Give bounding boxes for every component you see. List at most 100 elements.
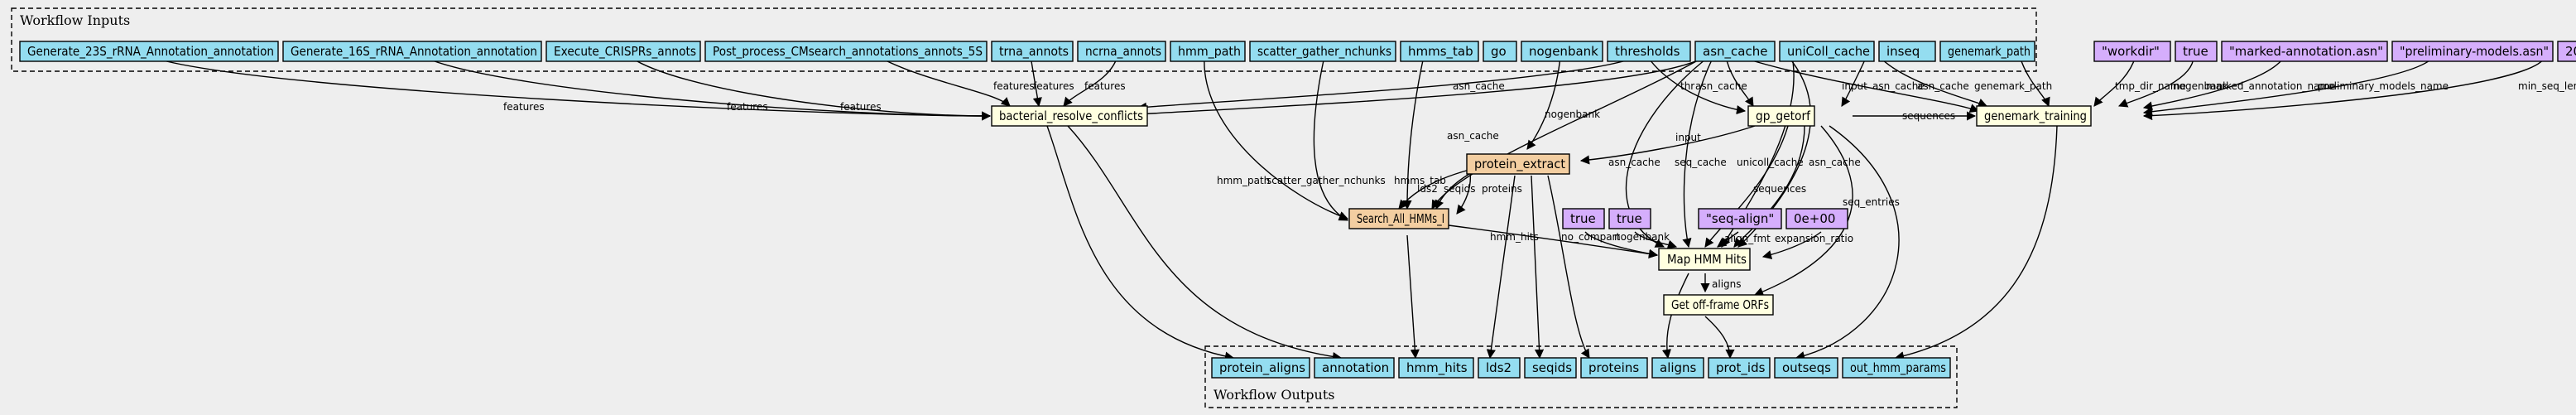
node-box	[1779, 41, 1875, 62]
constant-node-true2[interactable]: true	[1562, 208, 1605, 229]
node-box	[2557, 41, 2576, 62]
node-box	[1521, 41, 1603, 62]
node-box	[1774, 357, 1838, 379]
edge-trna-bacterial	[1030, 55, 1042, 108]
edge-offframe-protids	[1704, 316, 1735, 360]
edge-gpgetorf-map2	[1733, 125, 1805, 248]
node-label: "seq-align"	[1706, 211, 1774, 226]
edge-search-map	[1448, 224, 1659, 259]
input-node-scatter[interactable]: scatter_gather_nchunks	[1249, 41, 1396, 62]
input-node-nogenbank[interactable]: nogenbank	[1521, 41, 1603, 62]
edge-label-aligns: aligns	[1712, 278, 1742, 290]
input-node-unicoll[interactable]: uniColl_cache	[1779, 41, 1875, 62]
node-label: go	[1491, 44, 1507, 59]
constant-node-workdir[interactable]: "workdir"	[2093, 41, 2171, 62]
node-label: uniColl_cache	[1787, 44, 1870, 60]
node-box	[1466, 153, 1570, 175]
constant-node-seq-align[interactable]: "seq-align"	[1698, 208, 1782, 229]
node-box	[1400, 41, 1479, 62]
edge-gpgetorf-offframe	[1753, 125, 1853, 297]
input-node-genemark-path[interactable]: genemark_path	[1939, 41, 2035, 62]
output-node-proteins[interactable]: proteins	[1580, 357, 1648, 379]
node-box	[1694, 41, 1776, 62]
step-node-gp-getorf[interactable]: gp_getorf	[1747, 105, 1815, 127]
input-node-go[interactable]: go	[1483, 41, 1517, 62]
constant-node-200[interactable]: 200	[2557, 41, 2576, 62]
input-node-hmms-tab[interactable]: hmms_tab	[1400, 41, 1479, 62]
edge-label-hmm-path: hmm_path	[1217, 175, 1270, 186]
edge-cmsearch-bacterial	[877, 55, 1011, 107]
step-node-genemark-training[interactable]: genemark_training	[1976, 105, 2092, 127]
step-node-bacterial-resolve[interactable]: bacterial_resolve_conflicts	[991, 105, 1148, 127]
node-box	[1249, 41, 1396, 62]
node-box	[1483, 41, 1517, 62]
edge-gen16s-bacterial	[421, 55, 992, 121]
edge-search-hmmhits	[1406, 234, 1420, 360]
edge-label-input-gp: input	[1842, 80, 1867, 92]
output-node-annotation[interactable]: annotation	[1314, 357, 1395, 379]
edge-label-nogenbank-protein: nogenbank	[1545, 109, 1600, 120]
node-box	[545, 41, 701, 62]
input-node-cmsearch[interactable]: Post_process_CMsearch_annotations_annots…	[704, 41, 988, 62]
output-node-prot-ids[interactable]: prot_ids	[1708, 357, 1771, 379]
edge-label-lds2: lds2	[1417, 183, 1438, 195]
edge-label-hmm-hits: hmm_hits	[1490, 231, 1539, 243]
input-node-asn-cache[interactable]: asn_cache	[1694, 41, 1776, 62]
node-label: true	[1570, 211, 1596, 226]
input-node-thresholds[interactable]: thresholds	[1607, 41, 1691, 62]
node-box	[1663, 294, 1774, 316]
edge-label-asn-cache-bacterial: asn_cache	[1453, 80, 1505, 92]
edge-label-proteins: proteins	[1482, 183, 1522, 195]
input-node-ncrna[interactable]: ncrna_annots	[1077, 41, 1166, 62]
edge-label-genemark-path: genemark_path	[1974, 80, 2052, 92]
constant-node-prelim[interactable]: "preliminary-models.asn"	[2391, 41, 2554, 62]
edge-thr-gpgetorf	[1646, 55, 1747, 115]
input-node-hmm-path[interactable]: hmm_path	[1170, 41, 1246, 62]
output-node-out-hmm-params[interactable]: out_hmm_params	[1842, 357, 1951, 379]
constant-node-zero[interactable]: 0e+00	[1785, 208, 1848, 229]
edge-asncache-map3	[1737, 55, 1812, 248]
output-node-outseqs[interactable]: outseqs	[1774, 357, 1838, 379]
input-node-gen23s[interactable]: Generate_23S_rRNA_Annotation_annotation	[19, 41, 279, 62]
edge-label-hmms-tab: hmms_tab	[1394, 175, 1446, 186]
edge-label-thr: thr	[1680, 80, 1694, 92]
input-node-trna[interactable]: trna_annots	[991, 41, 1074, 62]
node-label: outseqs	[1782, 360, 1831, 375]
node-box	[2093, 41, 2171, 62]
edge-ncrna-bacterial	[1063, 55, 1118, 107]
node-label: hmm_hits	[1406, 360, 1468, 376]
output-node-protein-aligns[interactable]: protein_aligns	[1211, 357, 1310, 379]
input-node-crispr[interactable]: Execute_CRISPRs_annots	[545, 41, 701, 62]
constant-node-marked[interactable]: "marked-annotation.asn"	[2221, 41, 2388, 62]
node-box	[1524, 357, 1577, 379]
node-label: bacterial_resolve_conflicts	[999, 109, 1143, 124]
node-label: 200	[2565, 44, 2576, 59]
edge-asncache-gpgetorf	[1725, 55, 1754, 107]
edge-label-nogenbank-map: nogenbank	[1614, 231, 1670, 243]
constant-node-true3[interactable]: true	[1608, 208, 1651, 229]
node-box	[1708, 357, 1771, 379]
node-label: Search_All_HMMs_I	[1357, 211, 1444, 227]
edge-label-expansion: expansion_ratio	[1775, 233, 1853, 244]
edge-asncache-bacterial	[1137, 55, 1706, 118]
output-node-aligns[interactable]: aligns	[1651, 357, 1704, 379]
node-box	[1658, 248, 1751, 271]
input-node-gen16s[interactable]: Generate_16S_rRNA_Annotation_annotation	[282, 41, 542, 62]
node-box	[2221, 41, 2388, 62]
step-node-get-offframe[interactable]: Get off-frame ORFs	[1663, 294, 1774, 316]
step-node-map-hmm-hits[interactable]: Map HMM Hits	[1658, 248, 1751, 271]
input-node-inseq[interactable]: inseq	[1878, 41, 1936, 62]
edge-prelim-genemark	[2142, 55, 2434, 117]
node-box	[19, 41, 279, 62]
subworkflow-node-search-hmms[interactable]: Search_All_HMMs_I	[1348, 208, 1449, 229]
edge-label-features-5: features	[1033, 80, 1074, 92]
workflow-inputs-cluster: Workflow Inputs	[11, 7, 2037, 72]
constant-node-true1[interactable]: true	[2175, 41, 2218, 62]
output-node-seqids[interactable]: seqids	[1524, 357, 1577, 379]
output-node-lds2[interactable]: lds2	[1478, 357, 1521, 379]
output-node-hmm-hits[interactable]: hmm_hits	[1398, 357, 1474, 379]
node-label: prot_ids	[1716, 360, 1766, 376]
edge-label-asn-cache-map2: asn_cache	[1809, 157, 1861, 168]
subworkflow-node-protein-extract[interactable]: protein_extract	[1466, 153, 1570, 175]
